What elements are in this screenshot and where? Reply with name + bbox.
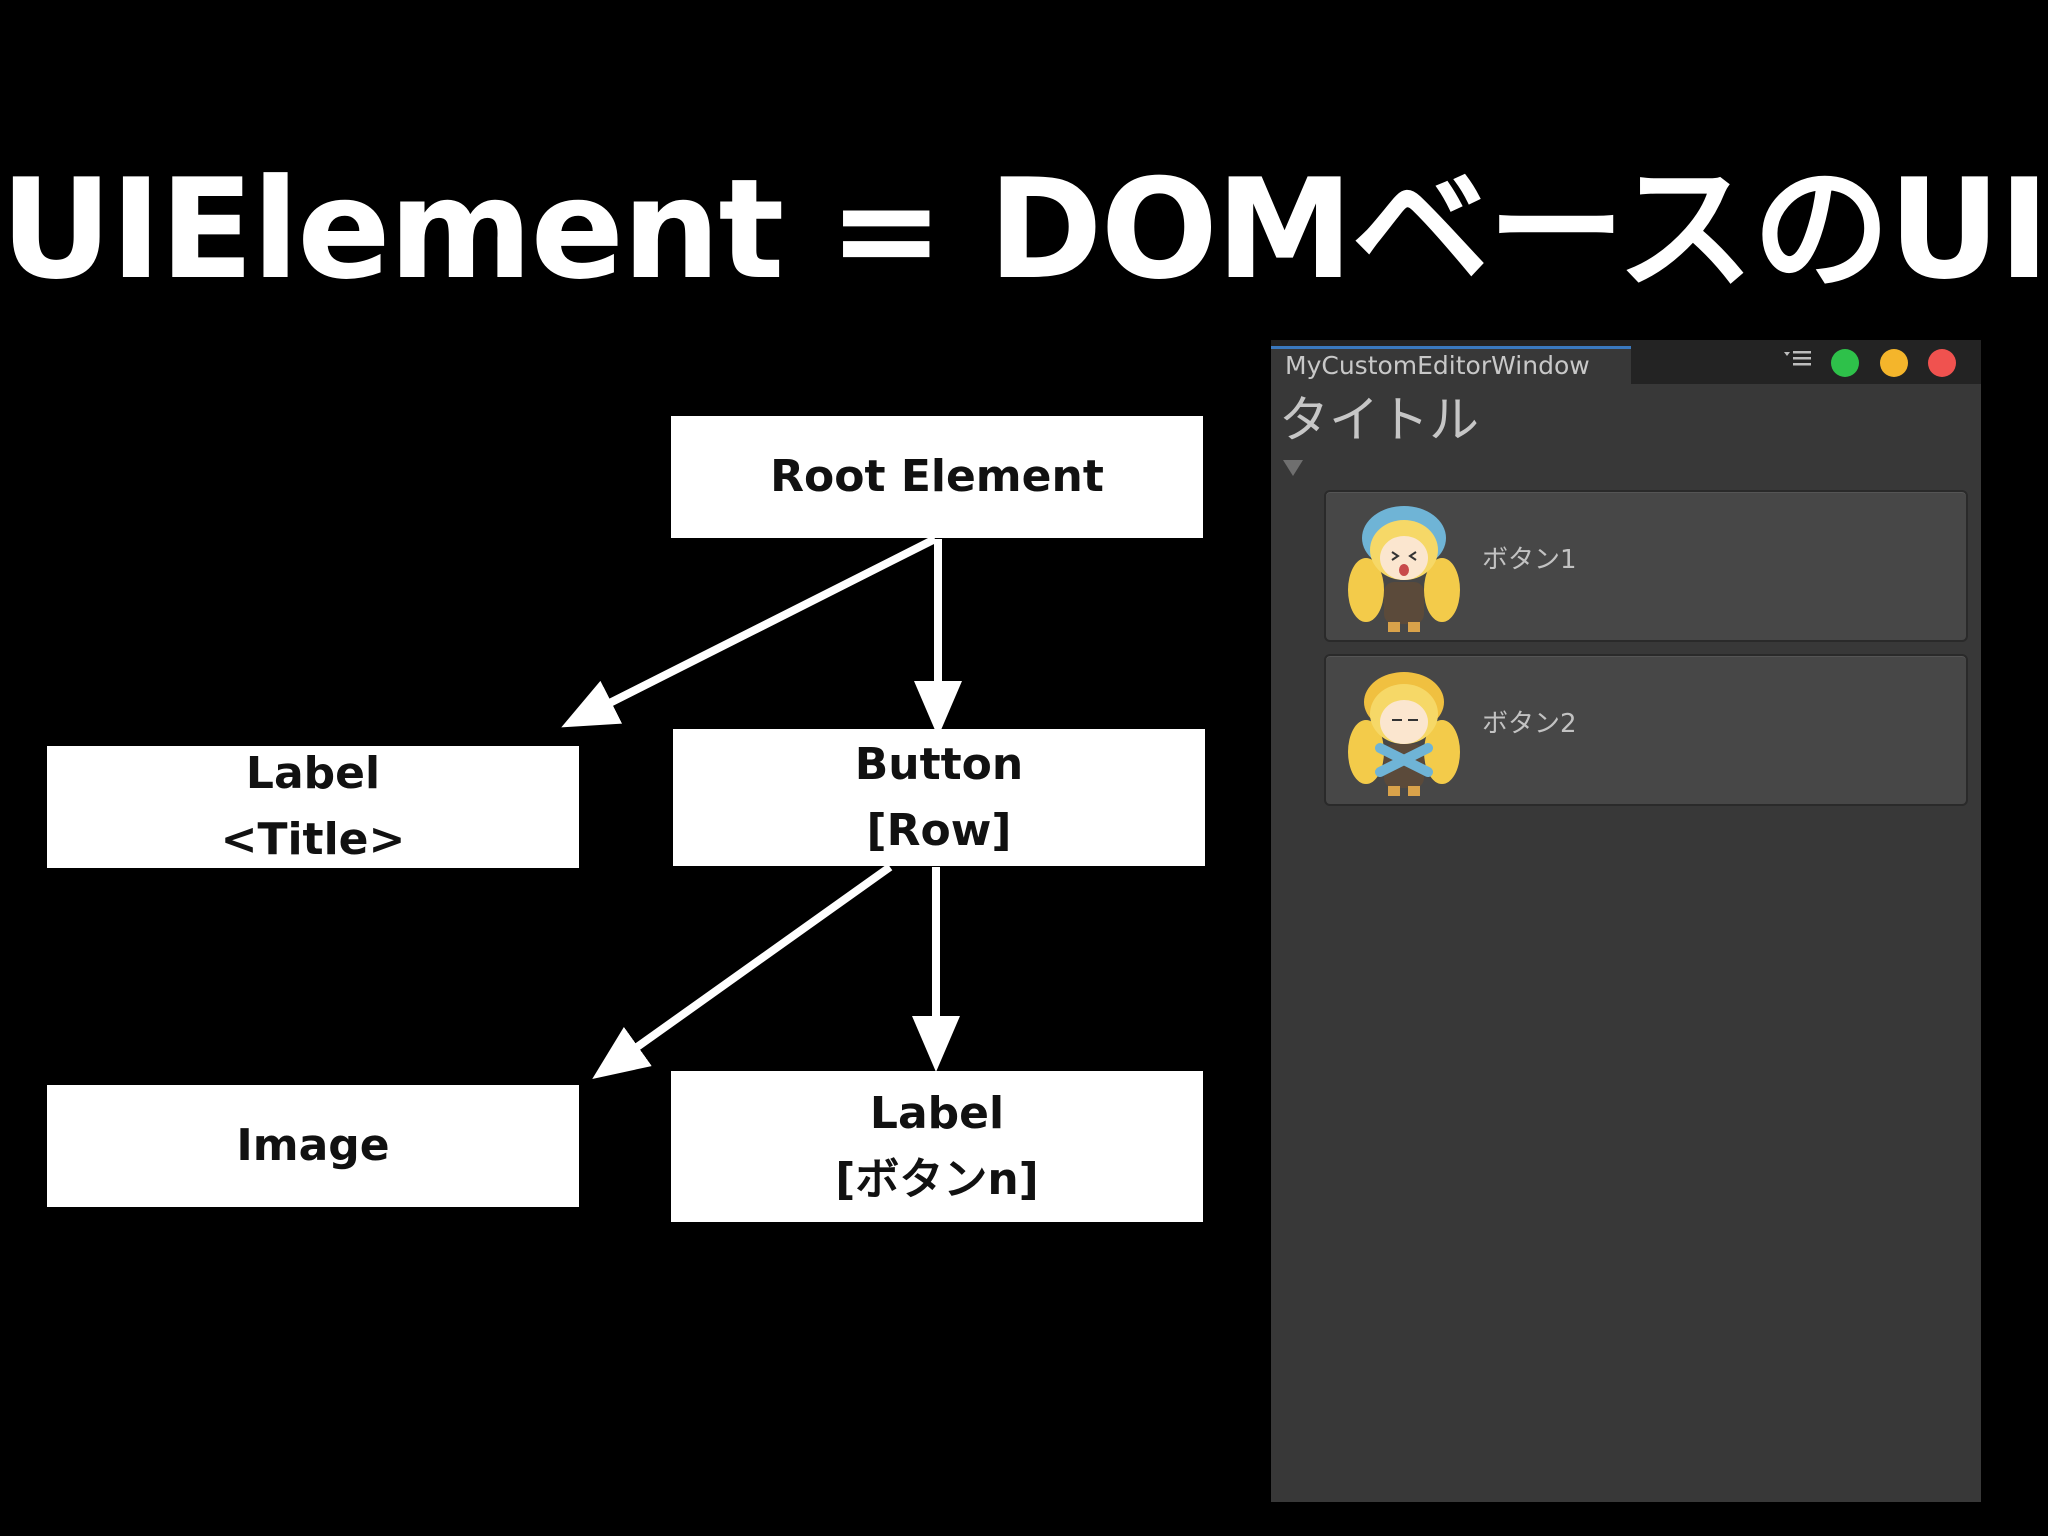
editor-title-label: タイトル <box>1279 391 1479 449</box>
editor-window: MyCustomEditorWindow タイトル ボタン1 <box>1271 340 1981 1502</box>
edge-button-row-to-image <box>592 863 893 1079</box>
node-button-row-line1: Button <box>854 738 1024 790</box>
node-label-title-line2: <Title> <box>220 814 406 865</box>
minimize-button[interactable] <box>1880 349 1908 377</box>
node-root-element: Root Element <box>671 416 1203 538</box>
editor-tab-bar: MyCustomEditorWindow <box>1271 340 1981 384</box>
maximize-button[interactable] <box>1831 349 1859 377</box>
edge-root-to-label-title <box>561 535 937 728</box>
node-label-button-line1: Label <box>869 1087 1005 1139</box>
node-image: Image <box>47 1085 579 1207</box>
node-label-title-line1: Label <box>245 748 381 799</box>
foldout-triangle-icon[interactable] <box>1283 460 1303 476</box>
node-label-title: Label <Title> <box>47 746 579 868</box>
character-image <box>1348 506 1460 632</box>
row-label-1: ボタン1 <box>1482 545 1577 575</box>
character-image <box>1348 672 1460 796</box>
node-label-button: Label [ボタンn] <box>671 1071 1203 1222</box>
row-label-2: ボタン2 <box>1482 709 1577 739</box>
slide-title: UIElement = DOMベースのUI <box>0 149 2048 310</box>
row-button-2[interactable]: ボタン2 <box>1324 654 1968 806</box>
node-root-label: Root Element <box>770 451 1104 502</box>
node-button-row: Button [Row] <box>673 729 1205 866</box>
node-label-button-line2: [ボタンn] <box>835 1153 1039 1205</box>
tab-menu-icon[interactable] <box>1783 348 1813 368</box>
node-image-label: Image <box>236 1120 390 1171</box>
row-button-1[interactable]: ボタン1 <box>1324 490 1968 642</box>
node-button-row-line2: [Row] <box>866 804 1012 856</box>
editor-tab[interactable]: MyCustomEditorWindow <box>1271 346 1631 384</box>
close-button[interactable] <box>1928 349 1956 377</box>
